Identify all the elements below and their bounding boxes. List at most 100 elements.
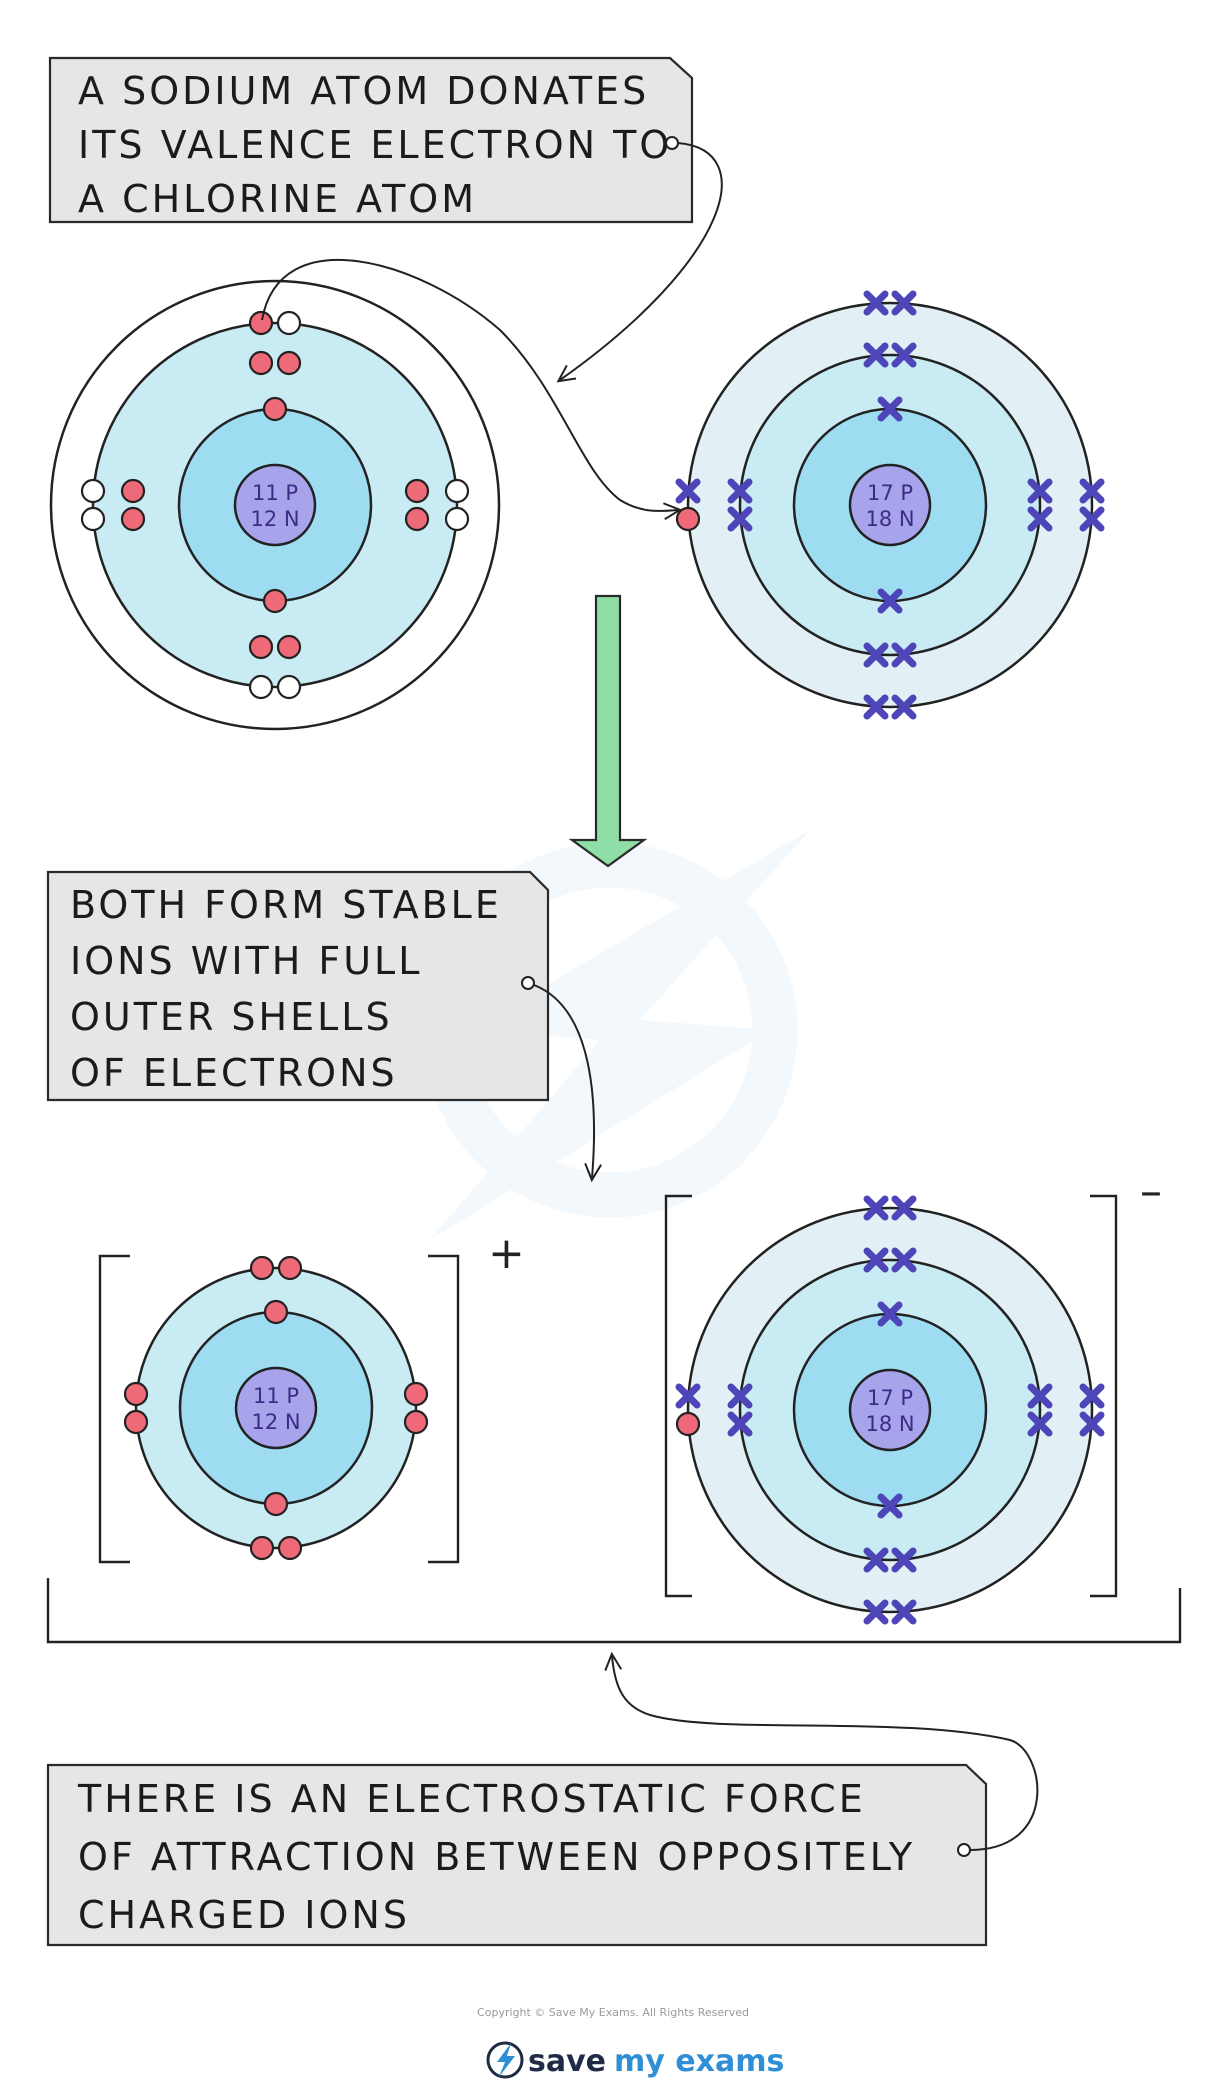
chlorine-atom: 17 P 18 N xyxy=(675,290,1105,720)
sodium-electron xyxy=(276,350,302,376)
empty-electron-slot xyxy=(80,478,106,504)
callout-force-line-1: THERE IS AN ELECTROSTATIC FORCE xyxy=(77,1777,866,1821)
chlorine-neutrons-label: 18 N xyxy=(865,507,914,531)
chlorine-electron xyxy=(877,1301,903,1327)
callout-stable-pointer-dot xyxy=(521,976,535,990)
chlorine-electron xyxy=(727,1411,753,1437)
callout-stable-line-4: OF ELECTRONS xyxy=(70,1051,398,1095)
electron-transfer-arrow xyxy=(261,258,678,511)
callout-donate-line-2: ITS VALENCE ELECTRON TO xyxy=(78,123,672,167)
sodium-nucleus xyxy=(233,463,317,547)
chlorine-electron xyxy=(877,396,903,422)
chloride-ion-charge: – xyxy=(1140,1166,1162,1217)
sodium-ion: 11 P 12 N xyxy=(123,1255,429,1561)
sodium-ion-protons-label: 11 P xyxy=(253,1384,299,1408)
callout-stable-arrow xyxy=(533,984,594,1178)
chlorine-electron xyxy=(727,1383,753,1409)
sodium-electron xyxy=(403,1409,429,1435)
copyright-text: Copyright © Save My Exams. All Rights Re… xyxy=(477,2006,749,2019)
chlorine-electron xyxy=(1027,1383,1053,1409)
chlorine-electron xyxy=(891,1247,917,1273)
chlorine-electron xyxy=(675,1383,701,1409)
empty-electron-slot xyxy=(276,674,302,700)
chlorine-electron xyxy=(727,506,753,532)
brand-myexams: my exams xyxy=(614,2044,784,2079)
chloride-ion-nucleus xyxy=(848,1368,932,1452)
empty-electron-slot xyxy=(444,478,470,504)
sodium-electron xyxy=(403,1381,429,1407)
chloride-ion: 17 P 18 N xyxy=(675,1195,1105,1625)
callout-force-line-2: OF ATTRACTION BETWEEN OPPOSITELY xyxy=(78,1835,915,1879)
callout-force-line-3: CHARGED IONS xyxy=(78,1893,410,1937)
chlorine-electron xyxy=(891,694,917,720)
chlorine-electron xyxy=(863,342,889,368)
callout-donate: A SODIUM ATOM DONATES ITS VALENCE ELECTR… xyxy=(48,56,694,224)
sodium-electron xyxy=(262,396,288,422)
chloride-ion-protons-label: 17 P xyxy=(867,1386,913,1410)
sodium-electron xyxy=(276,634,302,660)
callout-force-pointer-dot xyxy=(957,1843,971,1857)
callout-stable-line-2: IONS WITH FULL xyxy=(70,939,422,983)
brand-save: save xyxy=(528,2044,606,2079)
transferred-electron xyxy=(675,506,701,532)
sodium-electron xyxy=(248,634,274,660)
chlorine-electron xyxy=(1079,1411,1105,1437)
empty-electron-slot xyxy=(276,310,302,336)
sodium-ion-charge: + xyxy=(488,1228,525,1279)
sodium-electron xyxy=(404,506,430,532)
reaction-arrow xyxy=(568,594,648,868)
sodium-electron xyxy=(277,1255,303,1281)
chlorine-electron xyxy=(863,1547,889,1573)
chlorine-electron xyxy=(1027,478,1053,504)
chloride-ion-neutrons-label: 18 N xyxy=(865,1412,914,1436)
sodium-ion-neutrons-label: 12 N xyxy=(251,1410,300,1434)
sodium-ion-nucleus xyxy=(234,1366,318,1450)
chlorine-electron xyxy=(1079,506,1105,532)
chlorine-electron xyxy=(863,694,889,720)
chlorine-electron xyxy=(891,1547,917,1573)
sodium-electron xyxy=(262,588,288,614)
chlorine-electron xyxy=(891,342,917,368)
sodium-electron xyxy=(248,310,274,336)
chlorine-electron xyxy=(877,1493,903,1519)
chloride-ion-bracket xyxy=(664,1194,1118,1598)
chlorine-electron xyxy=(877,588,903,614)
chlorine-electron xyxy=(863,290,889,316)
chlorine-electron xyxy=(675,478,701,504)
ion-pair-bracket xyxy=(46,1578,1182,1644)
sodium-electron xyxy=(123,1409,149,1435)
sodium-electron xyxy=(277,1535,303,1561)
chlorine-electron xyxy=(891,642,917,668)
chlorine-electron xyxy=(1027,506,1053,532)
sodium-electron xyxy=(263,1491,289,1517)
sodium-electron xyxy=(249,1535,275,1561)
chlorine-electron xyxy=(727,478,753,504)
sodium-electron xyxy=(404,478,430,504)
callout-force-arrow xyxy=(612,1656,1039,1851)
sodium-electron xyxy=(249,1255,275,1281)
sodium-electron xyxy=(123,1381,149,1407)
callout-donate-arrow xyxy=(560,142,723,380)
sodium-electron xyxy=(120,506,146,532)
chlorine-electron xyxy=(863,1195,889,1221)
sodium-electron xyxy=(263,1299,289,1325)
empty-electron-slot xyxy=(80,506,106,532)
sodium-neutrons-label: 12 N xyxy=(250,507,299,531)
chlorine-electron xyxy=(1079,478,1105,504)
chlorine-electron xyxy=(891,1195,917,1221)
chlorine-electron xyxy=(863,1247,889,1273)
chlorine-protons-label: 17 P xyxy=(867,481,913,505)
chlorine-nucleus xyxy=(848,463,932,547)
callout-force: THERE IS AN ELECTROSTATIC FORCE OF ATTRA… xyxy=(46,1763,988,1947)
callout-stable: BOTH FORM STABLE IONS WITH FULL OUTER SH… xyxy=(46,870,550,1102)
sodium-atom: 11 P 12 N xyxy=(49,279,501,731)
callout-stable-line-3: OUTER SHELLS xyxy=(70,995,393,1039)
sodium-electron xyxy=(120,478,146,504)
chlorine-electron xyxy=(891,290,917,316)
chlorine-electron xyxy=(1079,1383,1105,1409)
empty-electron-slot xyxy=(248,674,274,700)
callout-donate-line-3: A CHLORINE ATOM xyxy=(78,177,477,221)
callout-donate-line-1: A SODIUM ATOM DONATES xyxy=(78,69,649,113)
sodium-electron xyxy=(248,350,274,376)
